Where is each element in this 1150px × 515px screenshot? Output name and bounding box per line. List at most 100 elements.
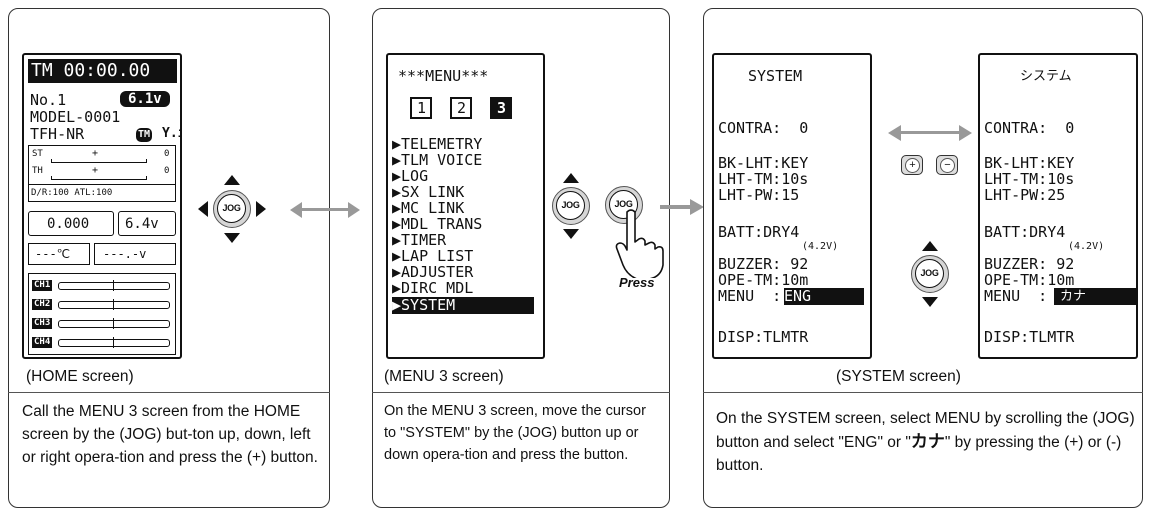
home-timer: TM 00:00.00 — [28, 59, 177, 83]
menu-lang-value[interactable]: カナ — [1054, 288, 1136, 305]
ope-tm-setting: OPE-TM:10m — [984, 271, 1075, 289]
channel-bar — [58, 301, 170, 309]
rx-voltage: 6.4v — [125, 216, 159, 232]
channel-bar-center — [113, 299, 114, 310]
system-description: On the SYSTEM screen, select MENU by scr… — [716, 407, 1136, 477]
channel-label: CH3 — [32, 318, 53, 329]
th-bar — [51, 176, 147, 180]
jog-updown-control[interactable]: JOG — [551, 173, 591, 243]
double-arrow-icon — [888, 123, 972, 143]
channel-bar-center — [113, 337, 114, 348]
jog-button-icon[interactable]: JOG — [911, 255, 949, 293]
arrow-down-icon — [224, 233, 240, 243]
menu-page-label: 3 — [497, 99, 507, 117]
home-caption-divider — [8, 392, 330, 393]
channel-label: CH2 — [32, 299, 53, 310]
batt-voltage: (4.2V) — [802, 241, 839, 252]
st-bar — [51, 159, 147, 163]
press-label: Press — [619, 275, 655, 290]
arrow-down-icon — [922, 297, 938, 307]
bk-lht-setting: BK-LHT:KEY — [984, 154, 1075, 172]
st-value: 0 — [164, 149, 170, 159]
buzzer-setting: BUZZER: 92 — [984, 255, 1075, 273]
batt-voltage: (4.2V) — [1068, 241, 1105, 252]
menu-lang-value[interactable]: ENG — [784, 288, 864, 305]
arrow-up-icon — [224, 175, 240, 185]
menu-description: On the MENU 3 screen, move the cursor to… — [384, 403, 646, 463]
channel-label: CH1 — [32, 280, 53, 291]
th-trim-marker: + — [92, 165, 99, 176]
home-description: Call the MENU 3 screen from the HOME scr… — [22, 403, 318, 466]
contra-setting: CONTRA: 0 — [718, 119, 809, 137]
batt-setting: BATT:DRY4 — [718, 223, 800, 241]
home-trim-box: ST + 0 TH + 0 D/R:100 ATL:100 — [28, 145, 176, 202]
jog-button-icon[interactable]: JOG — [552, 187, 590, 225]
st-label: ST — [32, 149, 43, 159]
menu-page-label: 1 — [417, 99, 427, 117]
disp-setting: DISP:TLMTR — [984, 328, 1075, 346]
menu-lang-label: MENU : — [718, 287, 782, 305]
th-value: 0 — [164, 166, 170, 176]
jog-4way-control[interactable]: JOG — [198, 175, 266, 243]
bk-lht-setting: BK-LHT:KEY — [718, 154, 809, 172]
dr-atl: D/R:100 ATL:100 — [31, 188, 113, 198]
menu-item[interactable]: ▶TIMER — [392, 231, 447, 249]
arrow-up-icon — [922, 241, 938, 251]
menu-item[interactable]: ▶TELEMETRY — [392, 135, 483, 153]
menu-item[interactable]: ▶MC LINK — [392, 199, 465, 217]
home-tm-badge: TM — [136, 128, 153, 142]
menu-page-2[interactable]: 2 — [450, 97, 472, 119]
jog-label: JOG — [915, 259, 944, 288]
disp-setting: DISP:TLMTR — [718, 328, 809, 346]
buzzer-setting: BUZZER: 92 — [718, 255, 809, 273]
menu-lang-label: MENU : — [984, 287, 1048, 305]
menu-item[interactable]: ▶DIRC MDL — [392, 279, 474, 297]
channel-bar — [58, 339, 170, 347]
jog-button-icon[interactable]: JOG — [213, 190, 251, 228]
system-description-part: " by pressing the (+) or (-) button. — [716, 434, 1122, 474]
lht-tm-setting: LHT-TM:10s — [718, 170, 809, 188]
menu-item[interactable]: ▶MDL TRANS — [392, 215, 483, 233]
menu-screen-lcd: ***MENU*** 1 2 3 ▶TELEMETRY ▶TLM VOICE ▶… — [386, 53, 545, 359]
lht-pw-setting: LHT-PW:25 — [984, 186, 1066, 204]
menu-page-3-selected[interactable]: 3 — [490, 97, 512, 119]
menu-caption: (MENU 3 screen) — [384, 368, 504, 385]
volt2-value: ---.-v — [103, 247, 147, 261]
temp-value: ---℃ — [35, 247, 71, 261]
home-screen-lcd: TM 00:00.00 No.1 6.1v MODEL-0001 TFH-NR … — [22, 53, 182, 359]
arrow-up-icon — [563, 173, 579, 183]
menu-page-1[interactable]: 1 — [410, 97, 432, 119]
channel-bar — [58, 282, 170, 290]
menu-item-selected[interactable]: ▶SYSTEM — [392, 297, 534, 314]
menu-item[interactable]: ▶ADJUSTER — [392, 263, 474, 281]
temp-box: ---℃ — [28, 243, 90, 265]
home-voltage-badge: 6.1v — [120, 91, 170, 107]
menu-caption-divider — [372, 392, 670, 393]
system-caption-divider — [703, 392, 1143, 393]
jog-press-control[interactable]: JOG Press — [603, 180, 673, 290]
jog-updown-control[interactable]: JOG — [910, 241, 950, 311]
rx-voltage-box: 6.4v — [118, 211, 176, 236]
lht-tm-setting: LHT-TM:10s — [984, 170, 1075, 188]
trim-divider — [29, 184, 175, 185]
th-label: TH — [32, 166, 43, 176]
minus-icon: − — [940, 158, 955, 173]
menu-item[interactable]: ▶LAP LIST — [392, 247, 474, 265]
plus-button[interactable]: + — [901, 155, 923, 175]
pressing-hand-icon — [615, 209, 664, 278]
home-model-name: MODEL-0001 — [30, 108, 121, 126]
channel-row: CH3 — [32, 316, 172, 332]
channel-row: CH4 — [32, 335, 172, 351]
minus-button[interactable]: − — [936, 155, 958, 175]
home-model-no: No.1 — [30, 91, 67, 109]
arrow-down-icon — [563, 229, 579, 239]
system-screen-eng-lcd: SYSTEM CONTRA: 0 BK-LHT:KEY LHT-TM:10s L… — [712, 53, 872, 359]
menu-item[interactable]: ▶TLM VOICE — [392, 151, 483, 169]
menu-item[interactable]: ▶LOG — [392, 167, 429, 185]
channel-row: CH2 — [32, 297, 172, 313]
arrow-right-icon — [256, 201, 266, 217]
signal-icon: Y.ıl — [162, 126, 180, 141]
channel-bar-center — [113, 280, 114, 291]
menu-item[interactable]: ▶SX LINK — [392, 183, 465, 201]
next-arrow-icon — [660, 198, 706, 218]
